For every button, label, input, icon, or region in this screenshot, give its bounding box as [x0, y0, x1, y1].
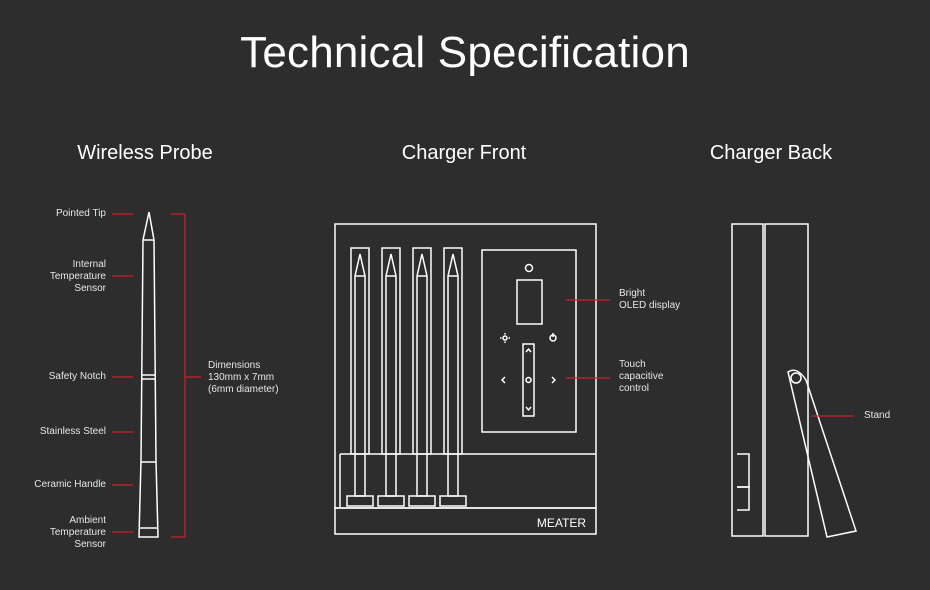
label-dimensions-line3: (6mm diameter) [208, 384, 279, 395]
label-dimensions-line1: Dimensions [208, 360, 261, 371]
label-ambient-sensor-line2: Temperature [49, 527, 106, 538]
label-dimensions-line2: 130mm x 7mm [208, 372, 275, 383]
charger-back-drawing [731, 223, 857, 538]
label-ambient-sensor-line3: Sensor [74, 539, 106, 550]
label-touch-line2: capacitive [619, 371, 664, 382]
probe-leader-lines [112, 213, 201, 538]
label-internal-sensor-line1: Internal [72, 259, 106, 270]
label-safety-notch: Safety Notch [48, 371, 106, 382]
label-stand: Stand [864, 410, 891, 421]
label-oled-line2: OLED display [619, 300, 681, 311]
charger-front-drawing [334, 223, 597, 535]
section-title-charger-back: Charger Back [709, 142, 833, 164]
label-ceramic-handle: Ceramic Handle [34, 479, 106, 490]
section-title-charger-front: Charger Front [401, 142, 527, 164]
probe-drawing [138, 211, 159, 538]
label-internal-sensor-line3: Sensor [74, 283, 106, 294]
label-ambient-sensor: Ambient Temperature Sensor [20, 515, 106, 551]
brand-label: MEATER [537, 516, 586, 530]
label-dimensions: Dimensions 130mm x 7mm (6mm diameter) [208, 360, 318, 396]
label-touch-line1: Touch [619, 359, 646, 370]
label-stainless-steel: Stainless Steel [39, 426, 106, 437]
label-internal-sensor-line2: Temperature [49, 271, 106, 282]
label-oled-line1: Bright [619, 288, 646, 299]
page-title: Technical Specification [240, 28, 690, 77]
label-ambient-sensor-line1: Ambient [69, 515, 106, 526]
section-title-probe: Wireless Probe [77, 142, 213, 164]
label-touch-control: Touch capacitive control [619, 359, 719, 395]
label-internal-sensor: Internal Temperature Sensor [20, 259, 106, 295]
label-pointed-tip: Pointed Tip [55, 208, 106, 219]
label-oled-display: Bright OLED display [619, 288, 719, 312]
label-touch-line3: control [619, 383, 650, 394]
charger-front-leader-lines [566, 299, 610, 379]
